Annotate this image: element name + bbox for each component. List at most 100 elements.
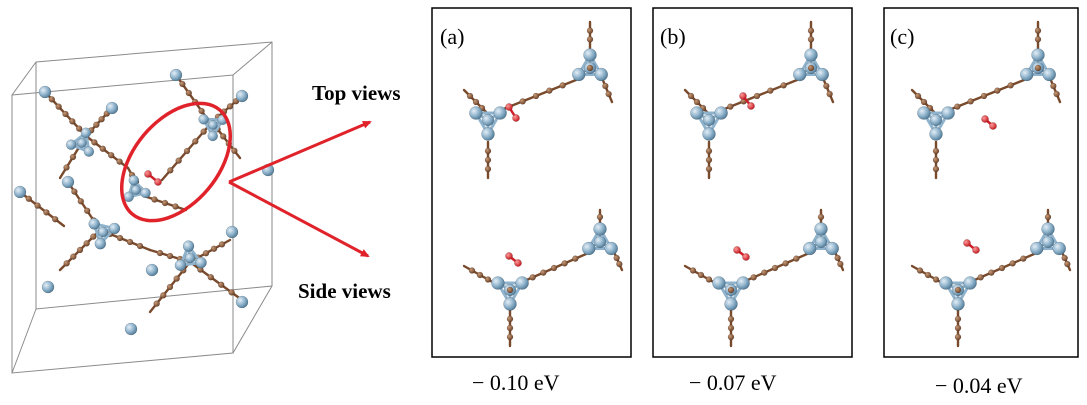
- carbon-atom: [484, 156, 492, 164]
- metal-atom: [225, 225, 239, 239]
- oxygen-atom: [747, 102, 755, 110]
- metal-atom: [208, 120, 218, 130]
- carbon-atom: [226, 103, 234, 110]
- carbon-atom: [69, 153, 77, 161]
- metal-atom: [702, 127, 716, 141]
- carbon-atom: [561, 260, 568, 267]
- metal-atom: [207, 130, 218, 142]
- carbon-atom: [506, 286, 514, 294]
- metal-atom: [714, 106, 728, 120]
- carbon-atom: [210, 245, 218, 253]
- metal-atom: [804, 48, 818, 62]
- carbon-atom: [153, 300, 160, 307]
- carbon-atom: [43, 209, 50, 216]
- bond: [833, 250, 845, 272]
- metal-atom: [503, 297, 517, 311]
- carbon-atom: [107, 151, 115, 159]
- metal-atom: [1042, 67, 1057, 82]
- metal-atom: [1041, 235, 1055, 249]
- carbon-atom: [99, 145, 107, 153]
- carbon-atom: [183, 147, 191, 155]
- carbon-atom: [1020, 255, 1027, 262]
- oxygen-atom: [963, 239, 971, 247]
- carbon-atom: [559, 82, 566, 89]
- carbon-atom: [954, 315, 962, 323]
- carbon-atom: [687, 92, 695, 100]
- oxygen-atom: [154, 178, 162, 186]
- carbon-atom: [202, 249, 210, 257]
- carbon-atom: [156, 249, 164, 257]
- carbon-atom: [126, 238, 134, 246]
- carbon-atom: [793, 255, 800, 262]
- metal-atom: [939, 276, 953, 290]
- carbon-atom: [185, 89, 193, 97]
- carbon-atom: [1044, 213, 1052, 221]
- metal-atom: [941, 106, 955, 120]
- oxygen-atom: [739, 92, 747, 100]
- metal-atom: [712, 276, 726, 290]
- metal-atom: [929, 113, 943, 127]
- carbon-atom: [771, 264, 779, 272]
- carbon-atom: [750, 274, 757, 281]
- metal-atom: [593, 222, 607, 236]
- carbon-atom: [484, 276, 492, 283]
- carbon-atom: [468, 267, 476, 274]
- metal-atom: [169, 68, 183, 82]
- carbon-atom: [932, 276, 940, 283]
- carbon-atom: [207, 273, 215, 281]
- carbon-atom: [693, 98, 701, 106]
- metal-atom: [481, 127, 495, 141]
- carbon-atom: [219, 133, 227, 140]
- metal-atom: [593, 235, 607, 249]
- carbon-atom: [90, 233, 97, 240]
- carbon-atom: [75, 125, 83, 132]
- carbon-atom: [697, 271, 705, 279]
- metal-atom: [1041, 222, 1055, 236]
- metal-atom: [951, 297, 965, 311]
- carbon-atom: [76, 246, 84, 254]
- carbon-atom: [920, 98, 928, 106]
- carbon-atom: [727, 286, 735, 294]
- metal-atom: [128, 174, 140, 186]
- metal-atom: [145, 263, 159, 277]
- carbon-atom: [70, 253, 77, 260]
- carbon-atom: [218, 241, 226, 248]
- carbon-atom: [166, 252, 174, 260]
- metal-atom: [105, 101, 119, 115]
- carbon-atom: [69, 118, 76, 125]
- carbon-atom: [613, 254, 620, 262]
- carbon-atom: [98, 115, 105, 123]
- carbon-atom: [116, 234, 124, 242]
- oxygen-atom: [972, 246, 980, 254]
- carbon-atom: [1034, 36, 1042, 43]
- carbon-atom: [727, 333, 735, 341]
- carbon-atom: [506, 324, 514, 332]
- metal-atom: [481, 113, 495, 127]
- bond: [1048, 76, 1062, 104]
- oxygen-atom: [989, 122, 997, 130]
- carbon-atom: [484, 147, 492, 155]
- carbon-atom: [1007, 82, 1014, 89]
- carbon-atom: [586, 36, 594, 43]
- carbon-atom: [1061, 254, 1068, 262]
- carbon-atom: [546, 87, 553, 94]
- carbon-atom: [767, 87, 774, 94]
- carbon-atom: [705, 276, 713, 283]
- carbon-atom: [48, 96, 56, 103]
- metal-atom: [88, 218, 100, 230]
- metal-atom: [814, 222, 828, 236]
- bond: [612, 250, 624, 272]
- metal-atom: [724, 297, 738, 311]
- carbon-atom: [34, 202, 41, 209]
- carbon-atom: [932, 165, 940, 173]
- bond: [1060, 250, 1072, 272]
- carbon-atom: [83, 207, 91, 215]
- metal-atom: [140, 187, 151, 199]
- metal-atom: [515, 276, 529, 290]
- carbon-atom: [62, 110, 69, 118]
- metal-atom: [604, 241, 619, 256]
- carbon-atom: [540, 269, 547, 276]
- carbon-atom: [51, 215, 59, 223]
- metal-atom: [594, 67, 609, 82]
- metal-atom: [802, 241, 817, 256]
